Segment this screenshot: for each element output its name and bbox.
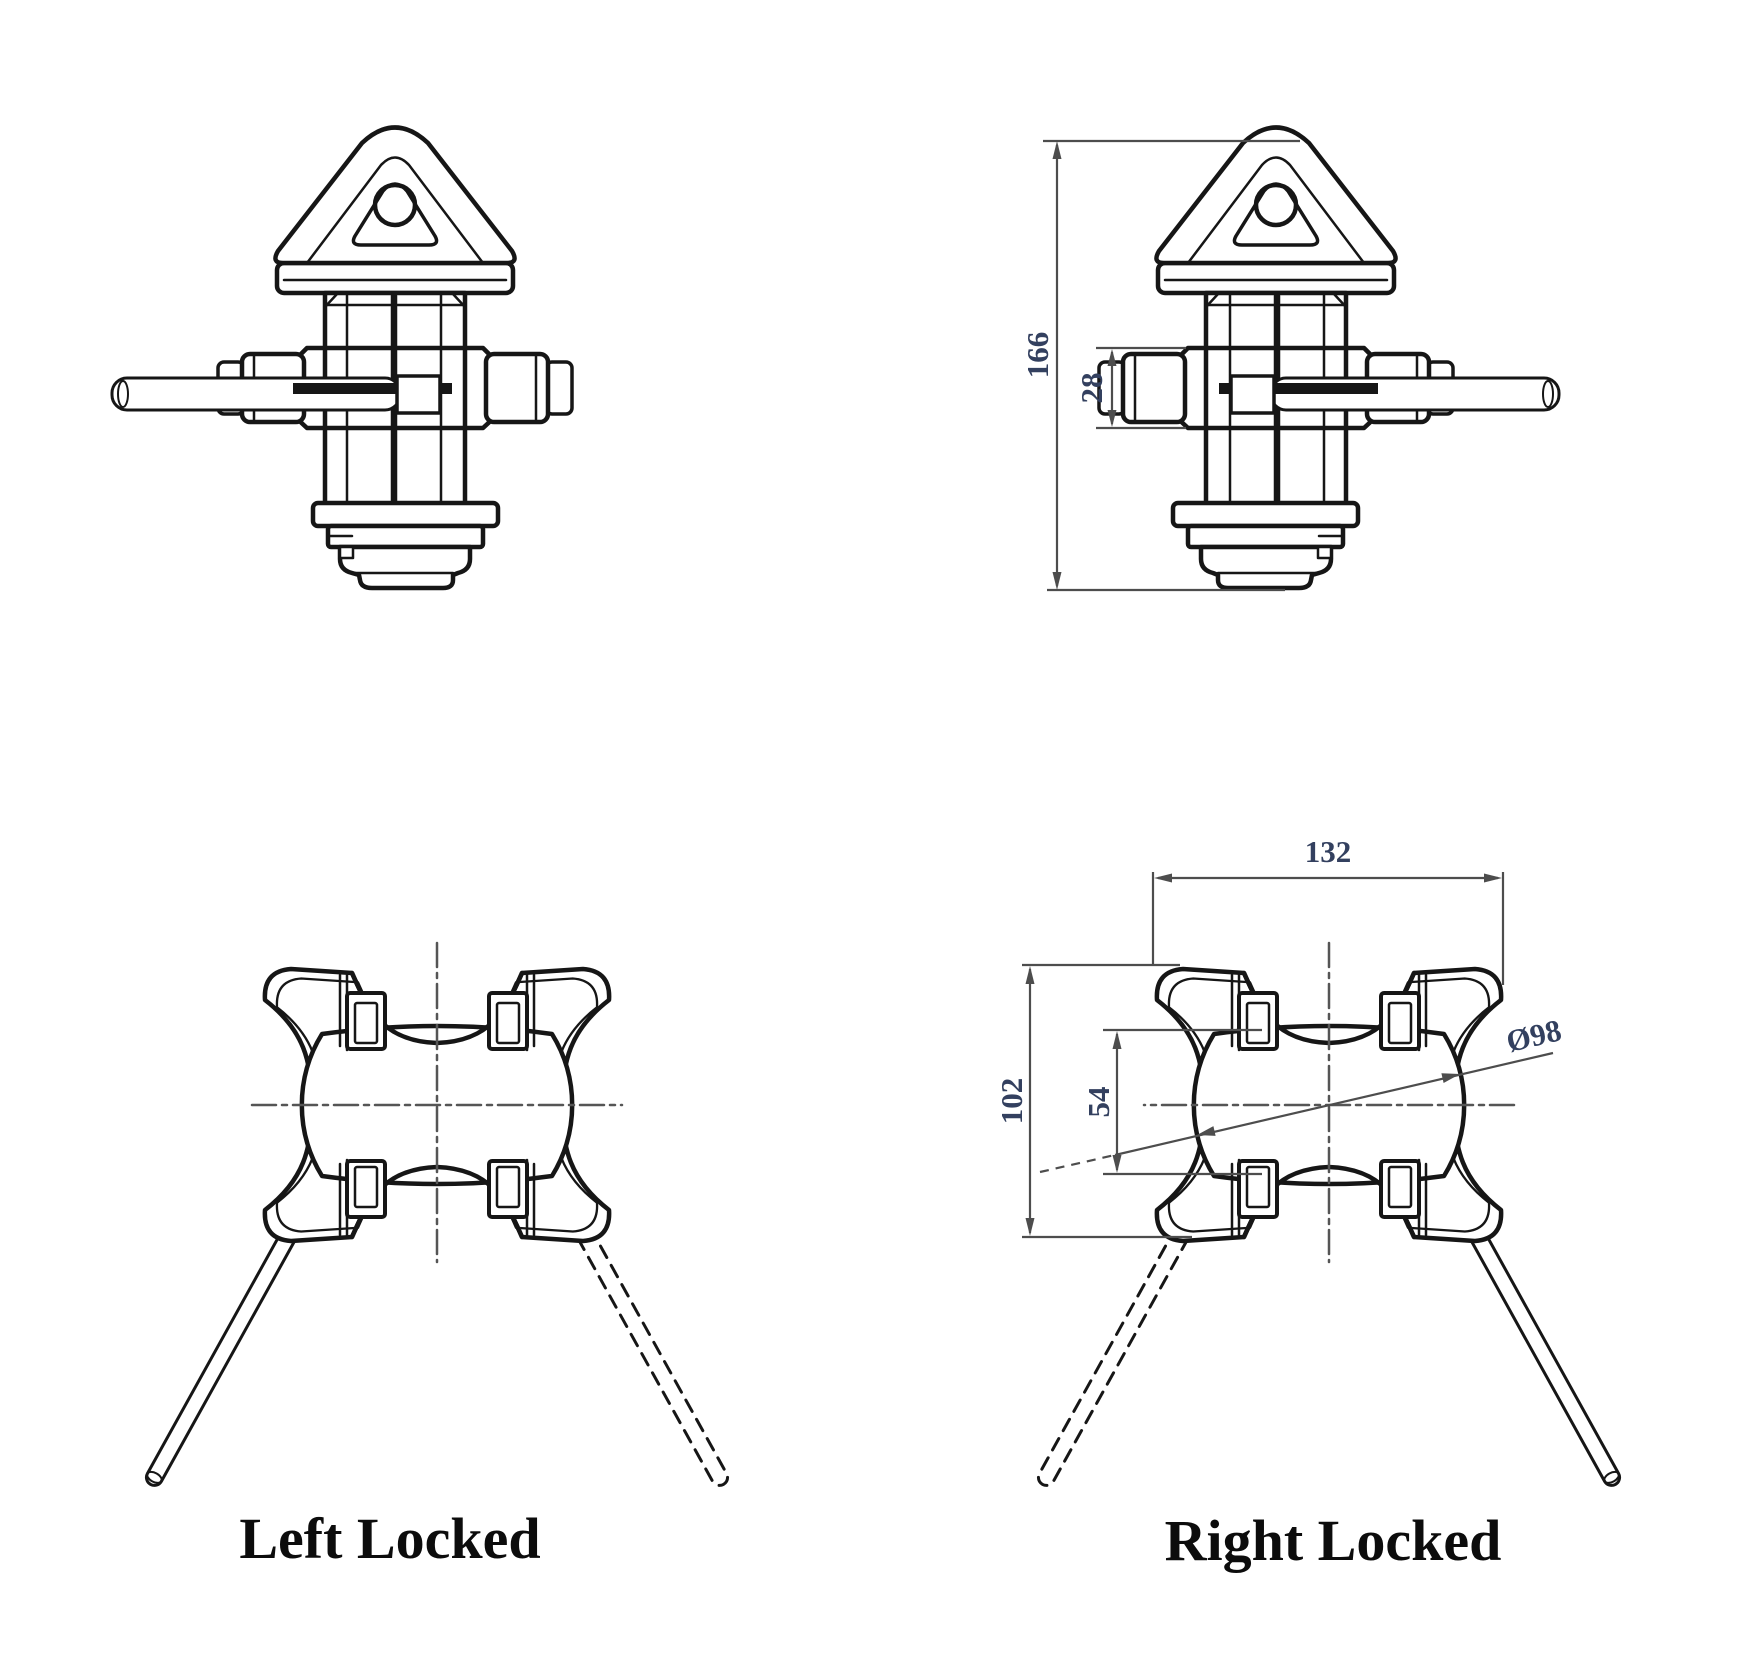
dim-label-overall-width: 132 (1305, 834, 1352, 869)
dim-overall-height-166 (1043, 139, 1300, 592)
caption-right-locked: Right Locked (1165, 1508, 1502, 1573)
arrowhead-down (1025, 1218, 1035, 1236)
dim-label-overall-height: 166 (1020, 332, 1055, 379)
arrowhead-up (1107, 349, 1117, 366)
plan-view-left-locked (144, 943, 731, 1488)
dim-plan-height-102 (1022, 963, 1192, 1239)
arrowhead-left (1154, 873, 1172, 883)
arrowhead-lower-left (1197, 1126, 1216, 1136)
arrowhead-up (1052, 141, 1062, 159)
dim-label-body-diameter: Ø98 (1503, 1012, 1565, 1059)
dim-overall-width-132 (1151, 872, 1505, 985)
dim-label-collar-height: 28 (1074, 373, 1109, 404)
diameter-leader-line (1114, 1051, 1554, 1157)
dim-body-height-54 (1103, 1028, 1262, 1176)
arrowhead-down (1107, 410, 1117, 427)
dim-label-plan-height: 102 (994, 1078, 1029, 1125)
arrowhead-upper-right (1441, 1073, 1460, 1083)
dim-body-diameter-98 (1039, 1051, 1554, 1174)
arrowhead-up (1025, 966, 1035, 984)
caption-left-locked: Left Locked (239, 1506, 540, 1571)
front-view-right (1099, 128, 1559, 589)
front-view-left (112, 128, 572, 589)
dim-label-body-height: 54 (1081, 1087, 1116, 1118)
arrowhead-up (1112, 1031, 1122, 1049)
arrowhead-right (1484, 873, 1502, 883)
arrowhead-down (1052, 572, 1062, 590)
arrowhead-down (1112, 1155, 1122, 1173)
leader-dashed-tail (1039, 1153, 1116, 1174)
dim-collar-height-28 (1096, 346, 1186, 430)
